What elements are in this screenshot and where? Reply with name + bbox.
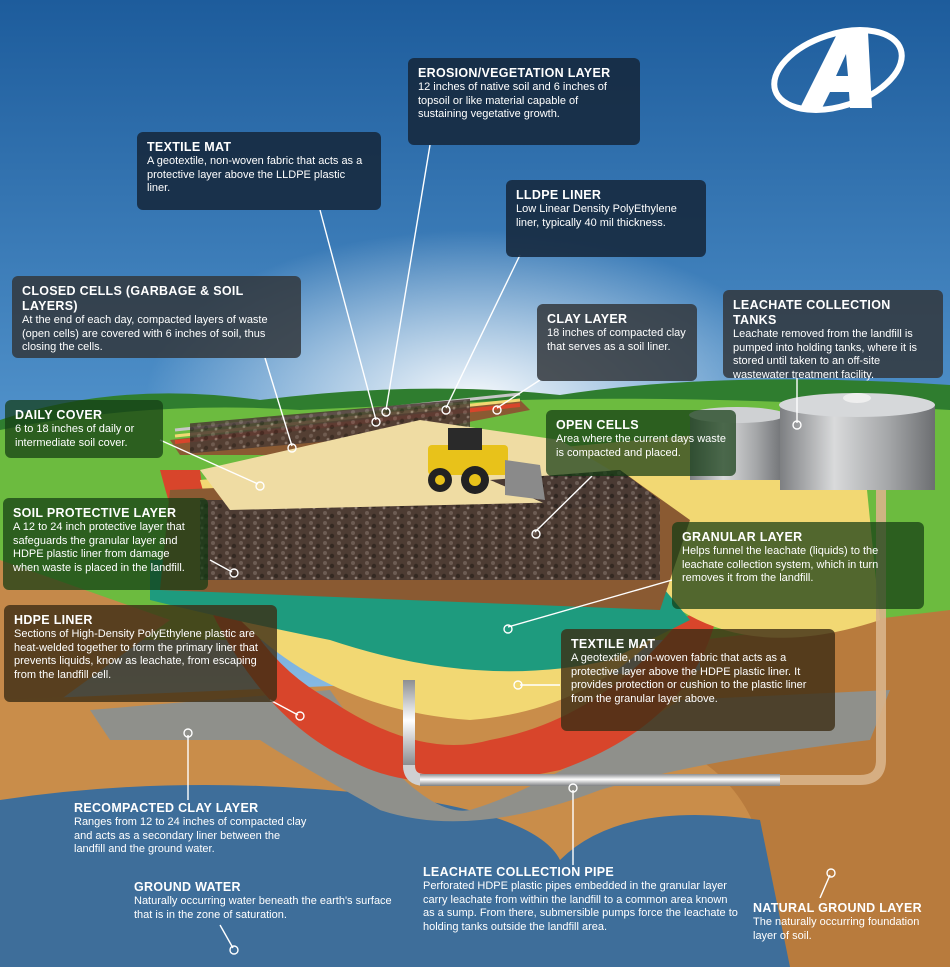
callout-textile-mat-bottom: TEXTILE MAT A geotextile, non-woven fabr… [561,629,835,731]
callout-title: RECOMPACTED CLAY LAYER [74,801,259,815]
callout-textile-mat-top: TEXTILE MAT A geotextile, non-woven fabr… [137,132,381,210]
callout-text: Naturally occurring water beneath the ea… [134,895,392,921]
callout-text: Ranges from 12 to 24 inches of compacted… [74,816,307,855]
callout-title: LEACHATE COLLECTION PIPE [423,865,615,879]
callout-text: Sections of High-Density PolyEthylene pl… [14,628,258,681]
callout-title: TEXTILE MAT [571,637,656,651]
callout-hdpe-liner: HDPE LINER Sections of High-Density Poly… [4,605,277,702]
callout-clay-layer: CLAY LAYER 18 inches of compacted clay t… [537,304,697,381]
callout-title: GRANULAR LAYER [682,530,803,544]
callout-title: LEACHATE COLLECTION TANKS [733,298,891,327]
callout-text: Helps funnel the leachate (liquids) to t… [682,545,879,584]
callout-text: A geotextile, non-woven fabric that acts… [147,155,363,194]
callout-open-cells: OPEN CELLS Area where the current days w… [546,410,736,476]
callout-title: HDPE LINER [14,613,93,627]
callout-text: 18 inches of compacted clay that serves … [547,327,686,353]
callout-daily-cover: DAILY COVER 6 to 18 inches of daily or i… [5,400,163,458]
callout-leachate-collection-tanks: LEACHATE COLLECTION TANKS Leachate remov… [723,290,943,381]
callout-title: SOIL PROTECTIVE LAYER [13,506,177,520]
callout-text: Low Linear Density PolyEthylene liner, t… [516,203,677,229]
callout-text: Perforated HDPE plastic pipes embedded i… [423,880,738,933]
callout-title: CLOSED CELLS (GARBAGE & SOIL LAYERS) [22,284,244,313]
company-logo-icon [771,27,905,113]
callout-title: LLDPE LINER [516,188,602,202]
callout-leachate-collection-pipe: LEACHATE COLLECTION PIPE Perforated HDPE… [423,865,738,934]
callout-erosion-vegetation-layer: EROSION/VEGETATION LAYER 12 inches of na… [408,58,640,145]
callout-title: TEXTILE MAT [147,140,232,154]
callout-granular-layer: GRANULAR LAYER Helps funnel the leachate… [672,522,924,609]
callout-text: 12 inches of native soil and 6 inches of… [418,81,607,120]
callout-title: EROSION/VEGETATION LAYER [418,66,611,80]
bulldozer-illustration [428,428,545,500]
callout-title: DAILY COVER [15,408,103,422]
callout-title: CLAY LAYER [547,312,628,326]
callout-title: NATURAL GROUND LAYER [753,901,922,915]
callout-ground-water: GROUND WATER Naturally occurring water b… [134,880,396,922]
callout-text: A 12 to 24 inch protective layer that sa… [13,521,185,574]
callout-text: At the end of each day, compacted layers… [22,314,268,353]
callout-text: Leachate removed from the landfill is pu… [733,328,918,381]
callout-closed-cells: CLOSED CELLS (GARBAGE & SOIL LAYERS) At … [12,276,301,358]
callout-title: OPEN CELLS [556,418,639,432]
callout-natural-ground-layer: NATURAL GROUND LAYER The naturally occur… [753,901,943,943]
callout-recompacted-clay-layer: RECOMPACTED CLAY LAYER Ranges from 12 to… [74,801,314,857]
callout-title: GROUND WATER [134,880,241,894]
callout-text: Area where the current days waste is com… [556,433,726,459]
callout-text: 6 to 18 inches of daily or intermediate … [15,423,135,449]
callout-text: The naturally occurring foundation layer… [753,916,920,942]
callout-text: A geotextile, non-woven fabric that acts… [571,652,807,705]
callout-soil-protective-layer: SOIL PROTECTIVE LAYER A 12 to 24 inch pr… [3,498,208,590]
callout-lldpe-liner: LLDPE LINER Low Linear Density PolyEthyl… [506,180,706,257]
